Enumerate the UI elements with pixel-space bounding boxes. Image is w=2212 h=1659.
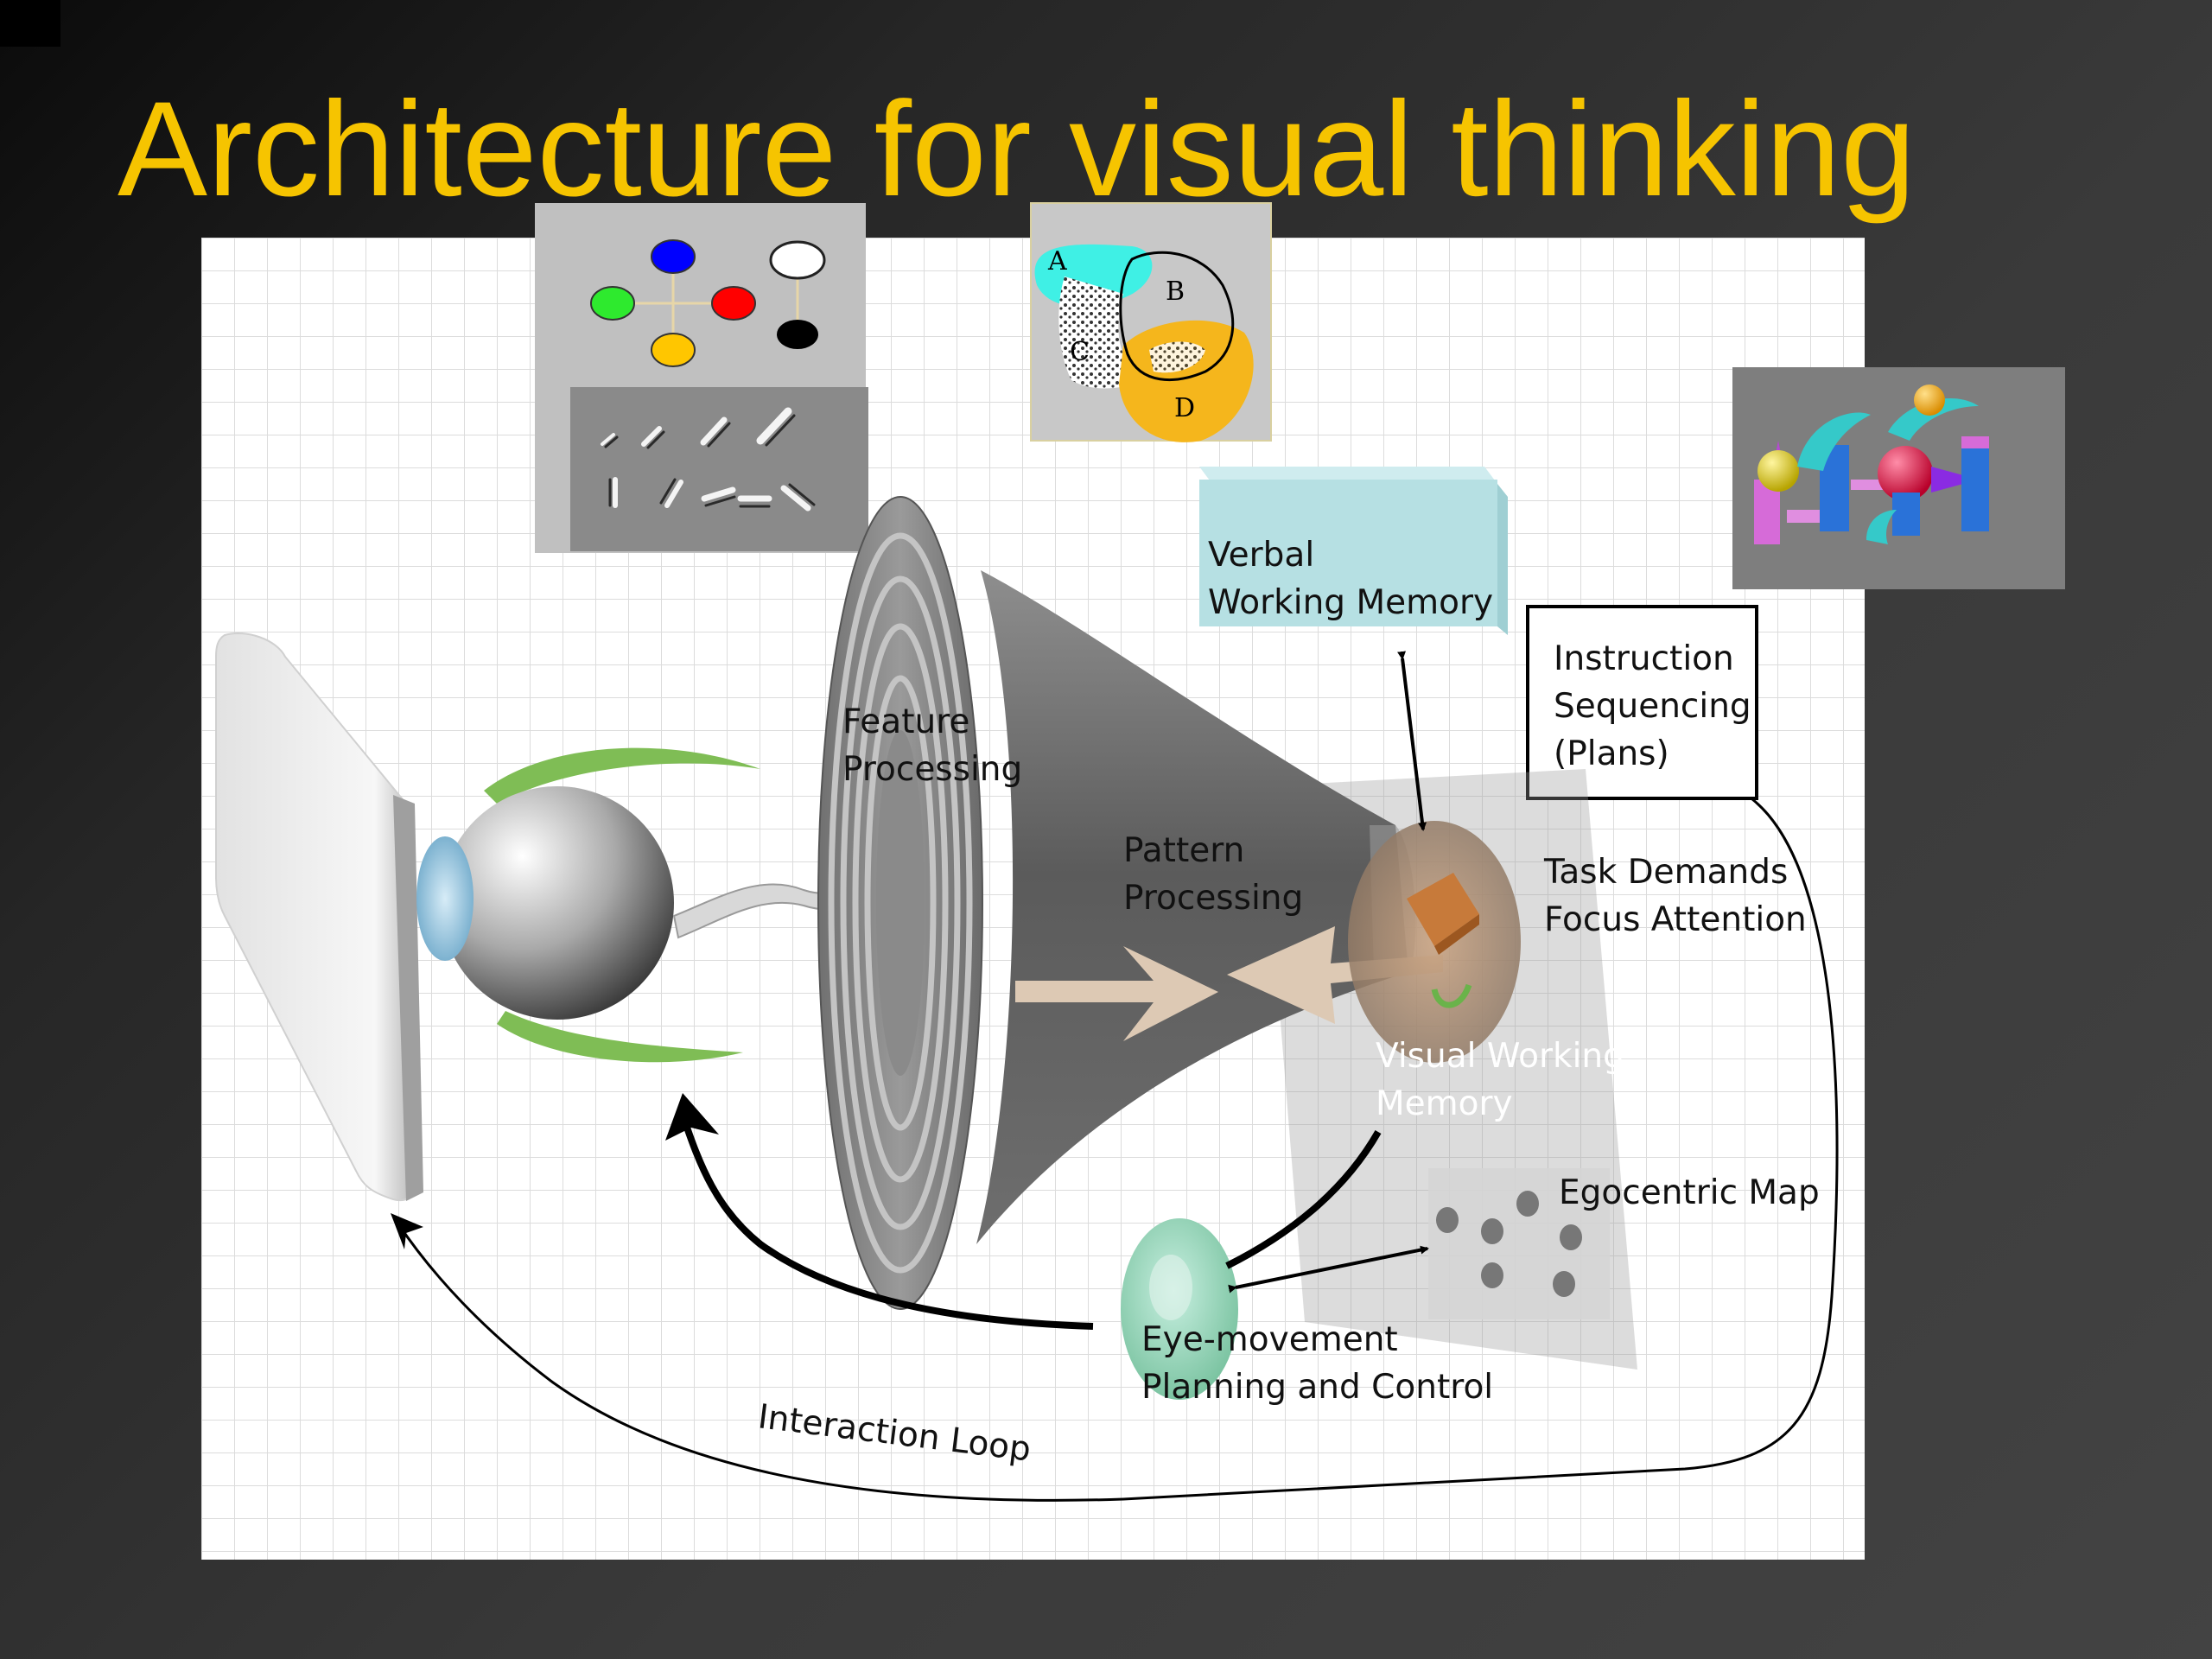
visual-wm-label-1: Visual Working (1376, 1037, 1624, 1076)
venn-letter-a: A (1047, 246, 1067, 276)
corner-mark (0, 0, 60, 47)
feature-processing-label-2: Processing (842, 750, 1022, 789)
instruction-label-2: Sequencing (1554, 687, 1751, 726)
feature-processing-label-1: Feature (842, 702, 969, 741)
venn-letter-c: C (1070, 337, 1090, 367)
verbal-wm-label-1: Verbal (1208, 536, 1314, 575)
instruction-sequencing-box: Instruction Sequencing (Plans) (1526, 605, 1758, 800)
interaction-loop-arrowhead (391, 1213, 423, 1249)
venn-letter-b: B (1166, 276, 1185, 307)
task-demands-label-1: Task Demands (1543, 853, 1788, 892)
connectors (396, 651, 1839, 1502)
eye-movement-label-2: Planning and Control (1141, 1368, 1493, 1407)
visual-working-memory (1348, 821, 1521, 1063)
instruction-label-1: Instruction (1554, 639, 1734, 678)
eye-movement-arrowhead (665, 1093, 719, 1141)
verbal-wm-label-2: Working Memory (1208, 583, 1493, 622)
objects-inset (1732, 367, 2065, 589)
instruction-label-3: (Plans) (1554, 734, 1669, 773)
pattern-processing-label-1: Pattern (1123, 831, 1244, 870)
display-screen-icon (215, 632, 423, 1201)
verbal-working-memory-box: Verbal Working Memory (1199, 467, 1508, 635)
visual-wm-label-2: Memory (1376, 1084, 1513, 1123)
eye-icon (416, 747, 887, 1063)
pattern-processing-label-2: Processing (1123, 879, 1303, 918)
egocentric-map (1428, 1168, 1610, 1319)
eye-movement-planner (1121, 1218, 1238, 1400)
venn-letter-d: D (1174, 393, 1195, 423)
egocentric-map-label: Egocentric Map (1559, 1173, 1820, 1212)
gabor-patches-inset (570, 387, 868, 551)
interaction-loop-label: Interaction Loop (756, 1397, 1033, 1469)
task-demands-label-2: Focus Attention (1544, 900, 1807, 939)
eye-movement-label-1: Eye-movement (1141, 1320, 1398, 1359)
venn-inset: A B C D (1030, 202, 1272, 442)
slide-title: Architecture for visual thinking (118, 74, 1916, 225)
